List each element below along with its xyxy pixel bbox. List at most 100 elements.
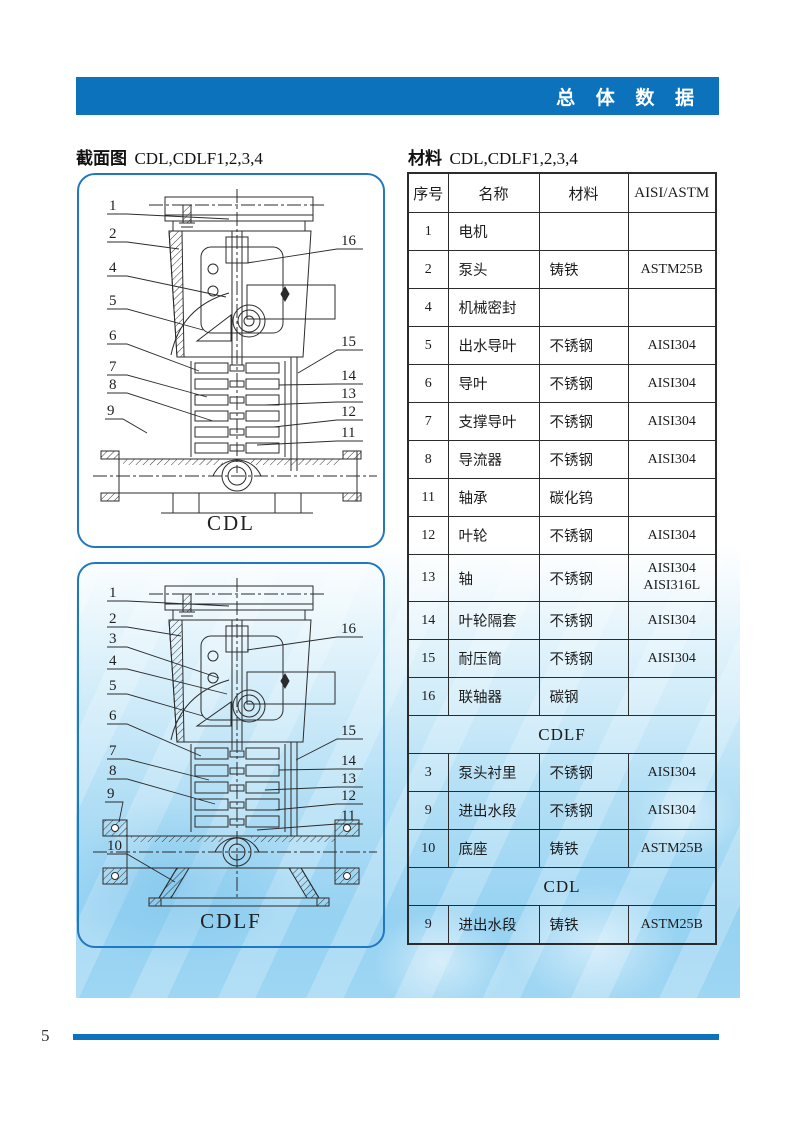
cell-no: 7: [407, 402, 449, 441]
cdlf-pump-drawing: 1 2 3 4 5 6 7 8 9 10 16 15 14 13 12 11: [93, 578, 377, 907]
cell-name: 底座: [447, 829, 540, 868]
cell-material: 铸铁: [538, 250, 629, 289]
cell-name: 机械密封: [447, 288, 540, 327]
section-title-cross-section-models: CDL,CDLF1,2,3,4: [134, 149, 263, 168]
callout-label: 16: [341, 233, 357, 249]
callout-label: 1: [109, 585, 117, 601]
cell-name: 导叶: [447, 364, 540, 403]
cell-material: 不锈钢: [538, 601, 629, 640]
callout-label: 4: [109, 653, 117, 669]
cell-standard: [627, 212, 717, 251]
cell-no: 12: [407, 516, 449, 555]
cell-material: 不锈钢: [538, 639, 629, 678]
cell-standard: AISI304: [627, 753, 717, 792]
table-section-row: CDLF: [407, 715, 717, 754]
cell-no: 15: [407, 639, 449, 678]
cell-material: 不锈钢: [538, 516, 629, 555]
cell-name: 进出水段: [447, 905, 540, 945]
cell-standard: AISI304: [627, 402, 717, 441]
cell-standard: AISI304: [627, 601, 717, 640]
cell-material: 不锈钢: [538, 791, 629, 830]
cell-no: 3: [407, 753, 449, 792]
callout-label: 9: [107, 786, 115, 802]
cdl-pump-drawing: 1 2 4 5 6 7 8 9 16 15 14 13 12 11: [93, 189, 377, 514]
cell-no: 16: [407, 677, 449, 716]
callout-label: 16: [341, 621, 357, 637]
cdlf-diagram-box: 1 2 3 4 5 6 7 8 9 10 16 15 14 13 12 11 C…: [77, 562, 385, 948]
cell-no: 9: [407, 905, 449, 945]
cell-name: 叶轮隔套: [447, 601, 540, 640]
cell-material: 碳钢: [538, 677, 629, 716]
cell-name: 耐压筒: [447, 639, 540, 678]
callout-label: 6: [109, 708, 117, 724]
cell-material: 不锈钢: [538, 364, 629, 403]
cdlf-caption: CDLF: [200, 909, 262, 933]
cell-name: 泵头衬里: [447, 753, 540, 792]
cdl-diagram-box: 1 2 4 5 6 7 8 9 16 15 14 13 12 11 CDL: [77, 173, 385, 548]
cell-standard: ASTM25B: [627, 829, 717, 868]
cell-no: 14: [407, 601, 449, 640]
callout-label: 15: [341, 723, 356, 739]
callout-label: 12: [341, 404, 356, 420]
section-label: CDL: [407, 867, 717, 906]
cell-no: 1: [407, 212, 449, 251]
cell-standard: AISI304: [627, 639, 717, 678]
callout-label: 14: [341, 753, 357, 769]
cell-material: 铸铁: [538, 905, 629, 945]
cell-name: 轴承: [447, 478, 540, 517]
cdlf-leader-lines: [105, 600, 363, 883]
callout-label: 2: [109, 611, 117, 627]
col-header-material: 材料: [538, 172, 629, 213]
cell-name: 轴: [447, 554, 540, 602]
cell-name: 叶轮: [447, 516, 540, 555]
callout-label: 8: [109, 377, 117, 393]
cell-name: 支撑导叶: [447, 402, 540, 441]
section-title-materials-models: CDL,CDLF1,2,3,4: [449, 149, 578, 168]
cell-material: 铸铁: [538, 829, 629, 868]
cell-no: 13: [407, 554, 449, 602]
callout-label: 11: [341, 808, 355, 824]
page-number: 5: [41, 1026, 50, 1045]
cdlf-callout-labels: 1 2 3 4 5 6 7 8 9 10 16 15 14 13 12 11: [107, 585, 357, 854]
cell-no: 4: [407, 288, 449, 327]
callout-label: 7: [109, 743, 117, 759]
col-header-name: 名称: [447, 172, 540, 213]
callout-label: 12: [341, 788, 356, 804]
callout-label: 9: [107, 403, 115, 419]
cell-standard: AISI304: [627, 364, 717, 403]
table-section-row: CDL: [407, 867, 717, 906]
cell-standard: [627, 288, 717, 327]
table-header-row: 序号 名称 材料 AISI/ASTM: [407, 172, 717, 213]
section-title-cross-section-bold: 截面图: [76, 149, 127, 169]
col-header-standard: AISI/ASTM: [627, 172, 717, 213]
callout-label: 3: [109, 631, 117, 647]
cell-material: 不锈钢: [538, 554, 629, 602]
cell-material: 不锈钢: [538, 326, 629, 365]
cell-material: 碳化钨: [538, 478, 629, 517]
cell-no: 9: [407, 791, 449, 830]
col-header-no: 序号: [407, 172, 449, 213]
callout-label: 8: [109, 763, 117, 779]
callout-label: 5: [109, 293, 117, 309]
callout-label: 5: [109, 678, 117, 694]
cell-standard: AISI304: [627, 440, 717, 479]
cell-material: [538, 212, 629, 251]
callout-label: 2: [109, 226, 117, 242]
cell-name: 电机: [447, 212, 540, 251]
